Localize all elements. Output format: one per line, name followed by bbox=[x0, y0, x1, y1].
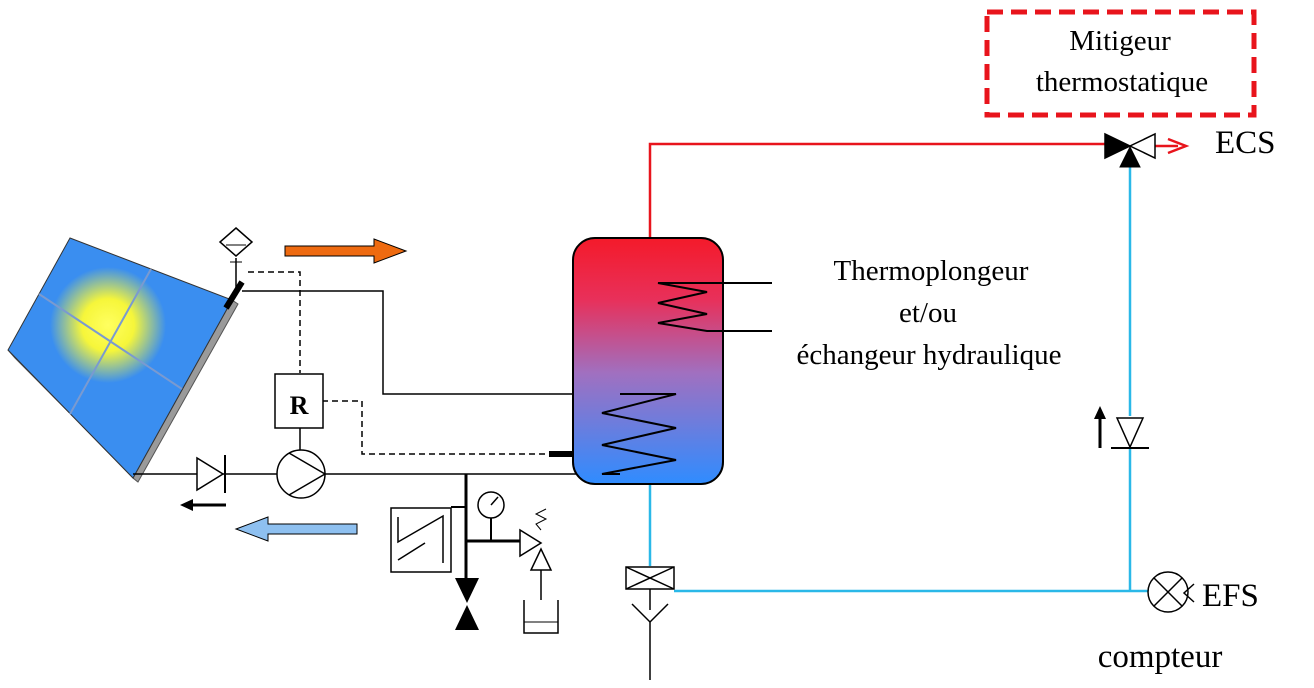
mixer-dashed-frame bbox=[984, 9, 1257, 118]
heater-coil bbox=[657, 282, 772, 332]
water-meter bbox=[1147, 571, 1189, 613]
storage-tank bbox=[572, 237, 724, 485]
cold-water-lines bbox=[648, 165, 1149, 593]
cold-flow-arrow-icon bbox=[234, 516, 358, 542]
sensor-wires bbox=[248, 271, 552, 455]
hot-water-line bbox=[648, 142, 1107, 240]
thermostatic-mixing-valve bbox=[1104, 132, 1156, 168]
solar-collector bbox=[7, 237, 239, 483]
ecs-label: ECS bbox=[1215, 125, 1276, 161]
regulator-label: R bbox=[290, 391, 309, 420]
drain-funnel bbox=[523, 600, 559, 634]
heater-label-line3: échangeur hydraulique bbox=[797, 339, 1062, 371]
isolation-valve bbox=[625, 566, 675, 590]
expansion-vessel bbox=[390, 507, 452, 573]
safety-valve bbox=[519, 508, 553, 600]
pressure-gauge-icon bbox=[477, 491, 505, 519]
solar-exchanger-coil bbox=[601, 393, 677, 475]
mixer-label-line2: thermostatique bbox=[1036, 66, 1208, 98]
sun-glow bbox=[50, 267, 166, 383]
solar-check-valve bbox=[196, 455, 226, 493]
small-arrow-up-icon bbox=[1094, 406, 1106, 448]
heater-label-line1: Thermoplongeur bbox=[834, 255, 1029, 287]
regulator-box: R bbox=[274, 373, 324, 429]
collector-sensor bbox=[223, 280, 245, 310]
cold-check-valve bbox=[1111, 417, 1149, 449]
circulation-pump bbox=[276, 449, 326, 499]
heater-label-line2: et/ou bbox=[899, 297, 957, 329]
meter-label: compteur bbox=[1098, 639, 1223, 675]
air-vent bbox=[218, 227, 254, 288]
small-arrow-left-icon bbox=[180, 499, 226, 511]
tank-drain bbox=[631, 589, 669, 680]
efs-label: EFS bbox=[1202, 578, 1259, 614]
ecs-outlet-arrow-icon bbox=[1155, 137, 1190, 155]
hot-flow-arrow-icon bbox=[284, 238, 408, 264]
mixer-label-line1: Mitigeur bbox=[1069, 25, 1171, 57]
efs-inlet-arrow-icon bbox=[1182, 583, 1195, 603]
expansion-safety-group bbox=[451, 474, 520, 578]
drain-valve bbox=[455, 578, 479, 630]
